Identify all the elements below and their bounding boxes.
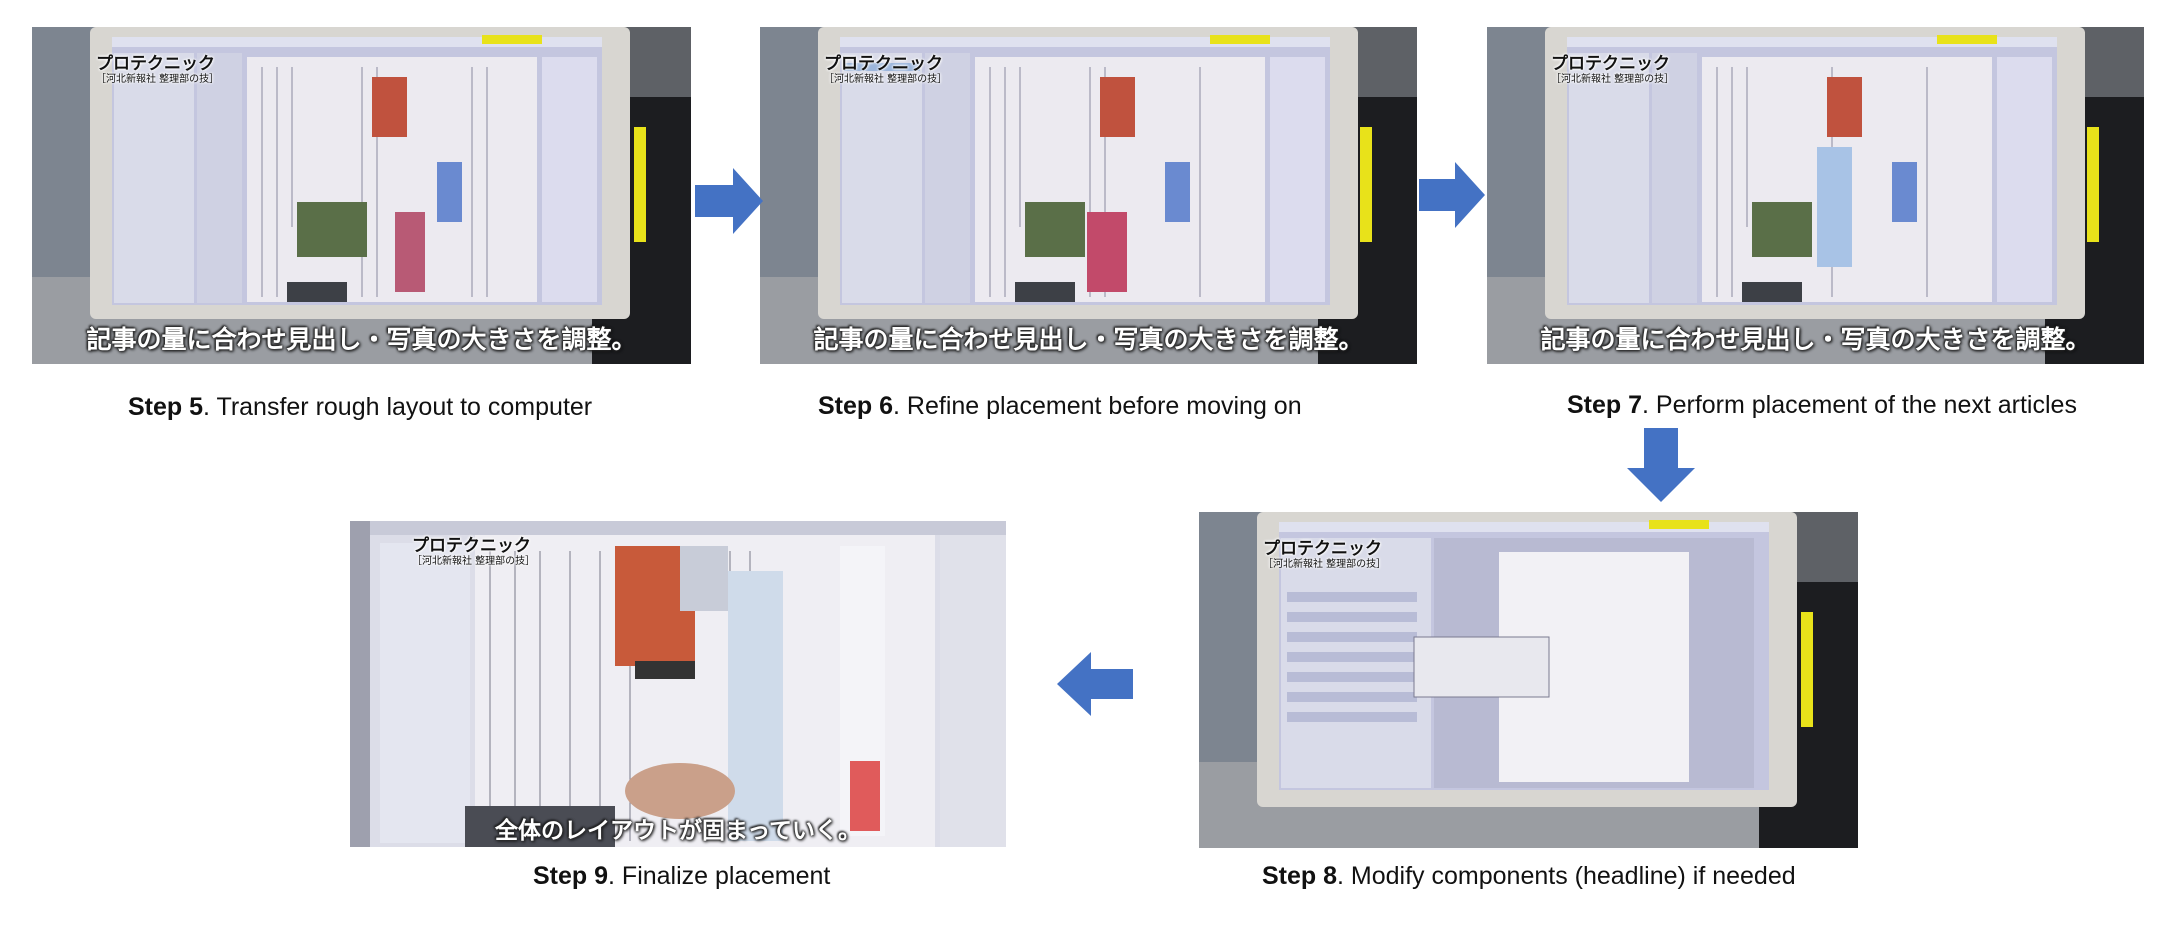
arrow-right-icon	[1419, 162, 1485, 228]
step7-photo: プロテクニック［河北新報社 整理部の技］ 記事の量に合わせ見出し・写真の大きさを…	[1487, 27, 2144, 364]
step6-text: . Refine placement before moving on	[893, 392, 1302, 420]
step8-text: . Modify components (headline) if needed	[1337, 862, 1796, 890]
step5-text: . Transfer rough layout to computer	[203, 393, 593, 421]
step7-subtitle: 記事の量に合わせ見出し・写真の大きさを調整。	[1540, 325, 2091, 354]
step9-label: Step 9	[533, 862, 609, 890]
step6-photo: プロテクニック［河北新報社 整理部の技］ 記事の量に合わせ見出し・写真の大きさを…	[760, 27, 1417, 364]
step8-photo: プロテクニック［河北新報社 整理部の技］	[1199, 512, 1858, 848]
arrow-left-icon	[1057, 652, 1133, 716]
arrow-right-icon	[695, 168, 763, 234]
step7-logo: プロテクニック［河北新報社 整理部の技］	[1551, 54, 1675, 85]
step9-photo: プロテクニック［河北新報社 整理部の技］ 全体のレイアウトが固まっていく。	[350, 521, 1006, 847]
step6-subtitle: 記事の量に合わせ見出し・写真の大きさを調整。	[813, 325, 1364, 354]
step5-logo: プロテクニック［河北新報社 整理部の技］	[96, 54, 220, 85]
step9-caption: Step 9. Finalize placement	[533, 862, 830, 891]
step6-caption: Step 6. Refine placement before moving o…	[818, 392, 1302, 421]
step7-caption: Step 7. Perform placement of the next ar…	[1567, 391, 2077, 420]
step8-logo: プロテクニック［河北新報社 整理部の技］	[1263, 539, 1387, 570]
step6-label: Step 6	[818, 392, 894, 420]
step9-text: . Finalize placement	[608, 862, 831, 890]
step5-subtitle: 記事の量に合わせ見出し・写真の大きさを調整。	[86, 325, 637, 354]
step6-logo: プロテクニック［河北新報社 整理部の技］	[824, 54, 948, 85]
step8-caption: Step 8. Modify components (headline) if …	[1262, 862, 1796, 891]
step7-text: . Perform placement of the next articles	[1642, 391, 2077, 419]
step5-label: Step 5	[128, 393, 204, 421]
step7-label: Step 7	[1567, 391, 1643, 419]
arrow-down-icon	[1627, 428, 1695, 502]
step5-photo: プロテクニック［河北新報社 整理部の技］ 記事の量に合わせ見出し・写真の大きさを…	[32, 27, 691, 364]
step9-logo: プロテクニック［河北新報社 整理部の技］	[412, 536, 536, 567]
step8-label: Step 8	[1262, 862, 1338, 890]
step5-caption: Step 5. Transfer rough layout to compute…	[128, 393, 592, 422]
step9-subtitle: 全体のレイアウトが固まっていく。	[495, 818, 861, 844]
